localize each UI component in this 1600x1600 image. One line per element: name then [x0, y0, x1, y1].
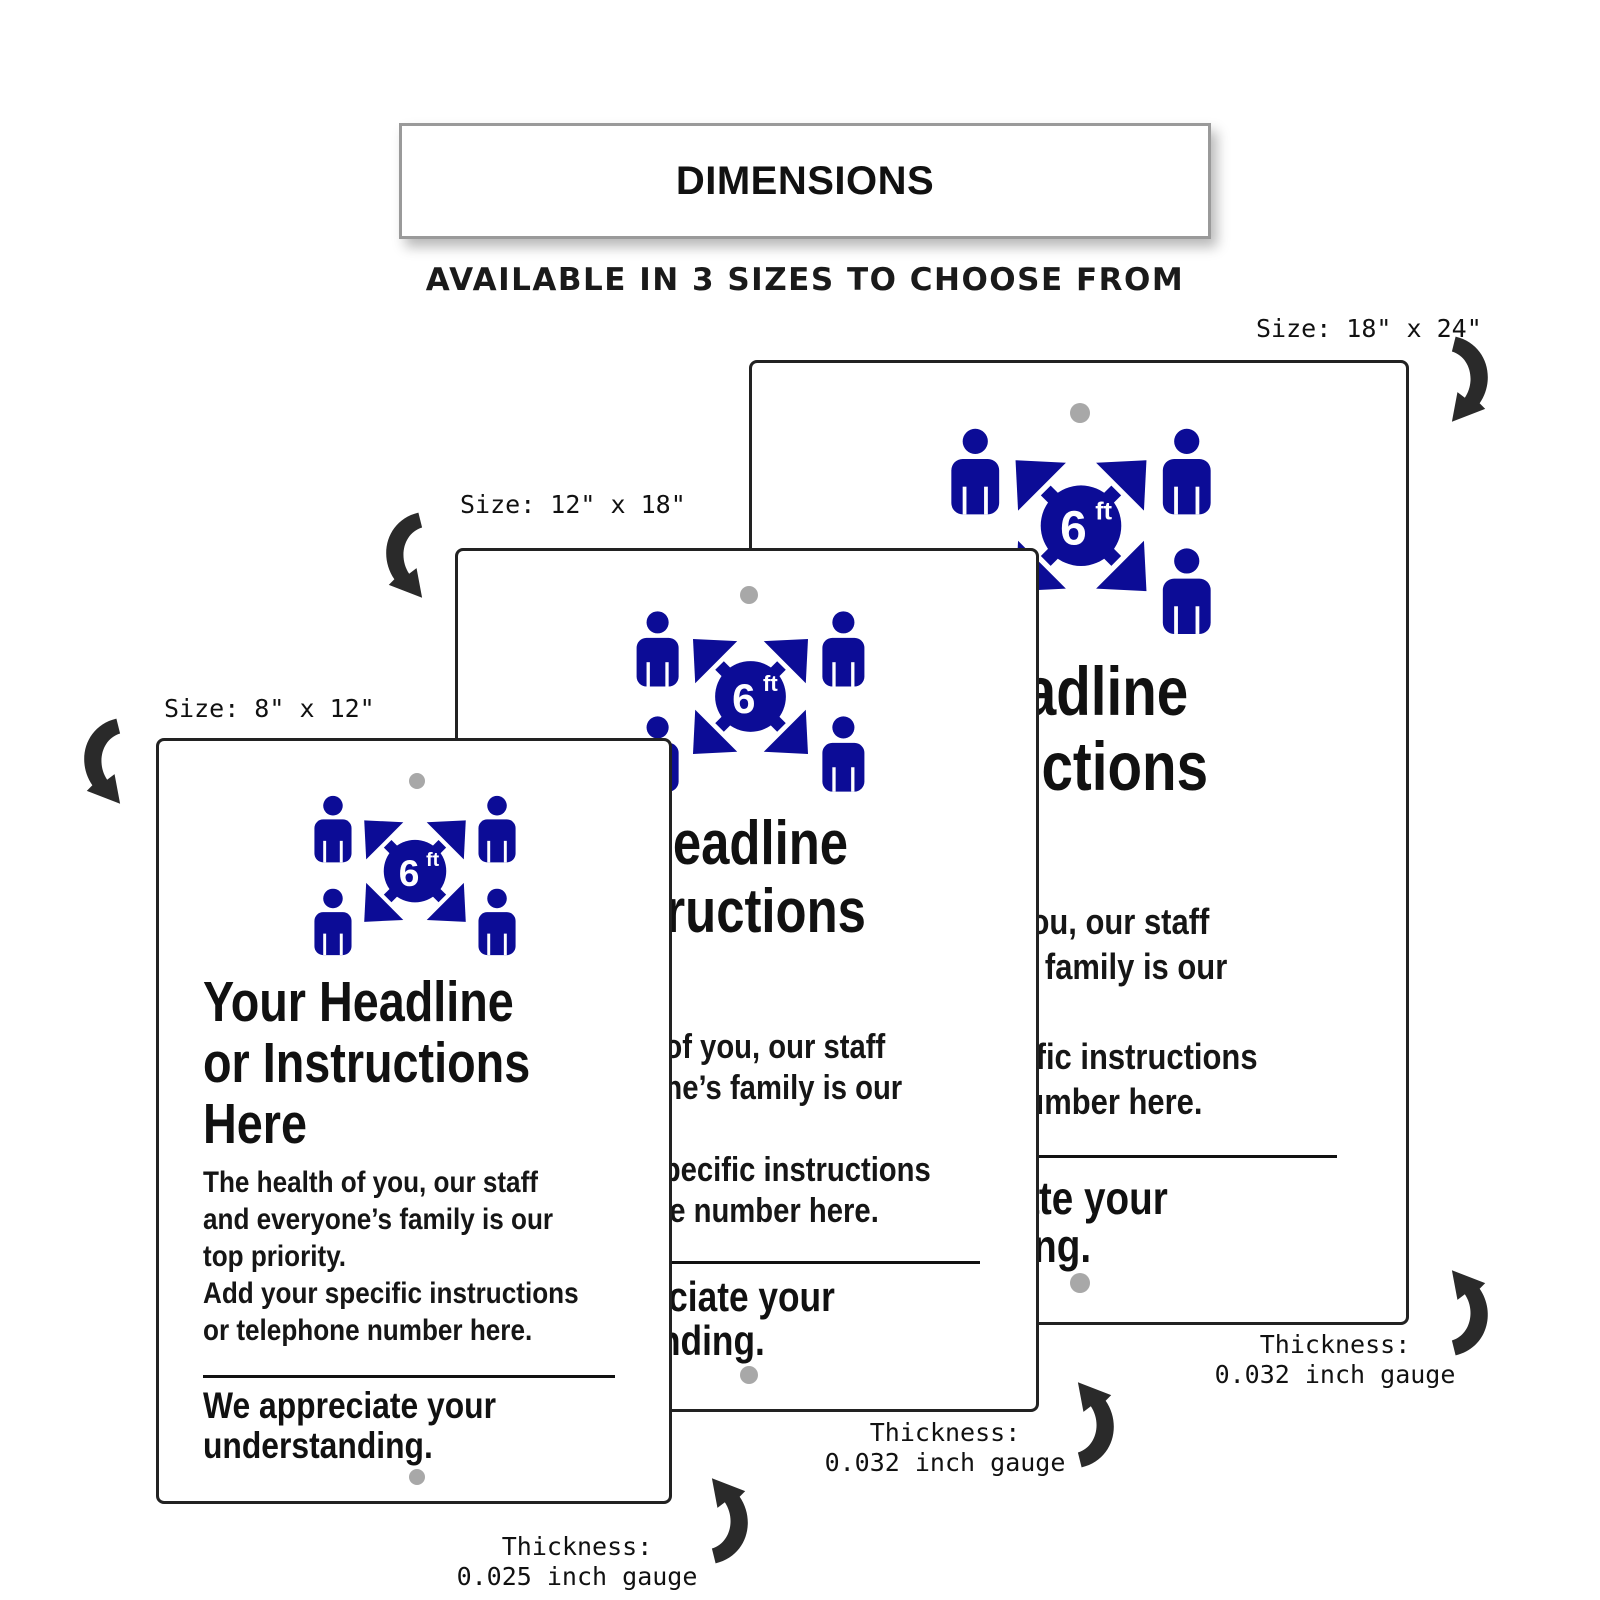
sign-small: 6 ft Your Headline or Instructions Here …	[156, 738, 672, 1504]
mounting-hole-top	[740, 586, 758, 604]
thickness-medium: Thickness: 0.032 inch gauge	[820, 1418, 1070, 1478]
sign-headline-line3: Here	[203, 1092, 307, 1156]
mounting-hole-bottom	[1070, 1273, 1090, 1293]
sign-divider	[510, 1261, 980, 1264]
sign-body-line2: and everyone’s family is our	[203, 1203, 554, 1236]
curved-arrow-icon	[1451, 1270, 1488, 1356]
sign-body-line4: Add your specific instructions	[203, 1277, 579, 1310]
sizes-subtitle: AVAILABLE IN 3 SIZES TO CHOOSE FROM	[425, 262, 1185, 298]
mounting-hole-top	[409, 773, 425, 789]
thickness-small: Thickness: 0.025 inch gauge	[452, 1532, 702, 1592]
size-label-large: Size: 18" x 24"	[1256, 314, 1482, 343]
thickness-small-line1: Thickness:	[501, 1532, 653, 1561]
icon-ft: ft	[426, 849, 439, 871]
dimensions-title: DIMENSIONS	[675, 158, 935, 203]
sign-divider	[203, 1375, 615, 1378]
mounting-hole-top	[1070, 403, 1090, 423]
dimensions-title-box: DIMENSIONS	[399, 123, 1211, 239]
mounting-hole-bottom	[740, 1366, 758, 1384]
mounting-hole-bottom	[409, 1469, 425, 1485]
thickness-medium-line2: 0.032 inch gauge	[824, 1448, 1066, 1477]
social-distance-6ft-icon: 6 ft	[314, 795, 516, 956]
thickness-large-line1: Thickness:	[1259, 1330, 1411, 1359]
size-label-small: Size: 8" x 12"	[164, 694, 375, 723]
size-label-medium: Size: 12" x 18"	[460, 490, 686, 519]
curved-arrow-icon	[711, 1478, 748, 1564]
icon-6: 6	[1060, 503, 1087, 556]
sign-divider	[812, 1155, 1337, 1158]
curved-arrow-icon	[1451, 336, 1488, 422]
curved-arrow-icon	[84, 718, 121, 804]
thickness-medium-line1: Thickness:	[869, 1418, 1021, 1447]
thickness-small-line2: 0.025 inch gauge	[456, 1562, 698, 1591]
icon-6: 6	[732, 675, 755, 722]
sign-closing-line1: We appreciate your	[203, 1385, 496, 1426]
curved-arrow-icon	[386, 512, 423, 598]
icon-6: 6	[399, 852, 420, 894]
curved-arrow-icon	[1077, 1382, 1114, 1468]
icon-ft: ft	[763, 671, 778, 696]
sign-body-line3: top priority.	[203, 1240, 347, 1273]
sign-headline-line1: Your Headline	[203, 970, 514, 1034]
icon-ft: ft	[1095, 497, 1112, 525]
sign-closing-line2: understanding.	[203, 1425, 433, 1466]
sign-body-line1: The health of you, our staff	[203, 1166, 538, 1199]
sign-body-line5: or telephone number here.	[203, 1314, 533, 1347]
thickness-large: Thickness: 0.032 inch gauge	[1205, 1330, 1465, 1390]
thickness-large-line2: 0.032 inch gauge	[1214, 1360, 1456, 1389]
sign-headline-line2: or Instructions	[203, 1031, 531, 1095]
